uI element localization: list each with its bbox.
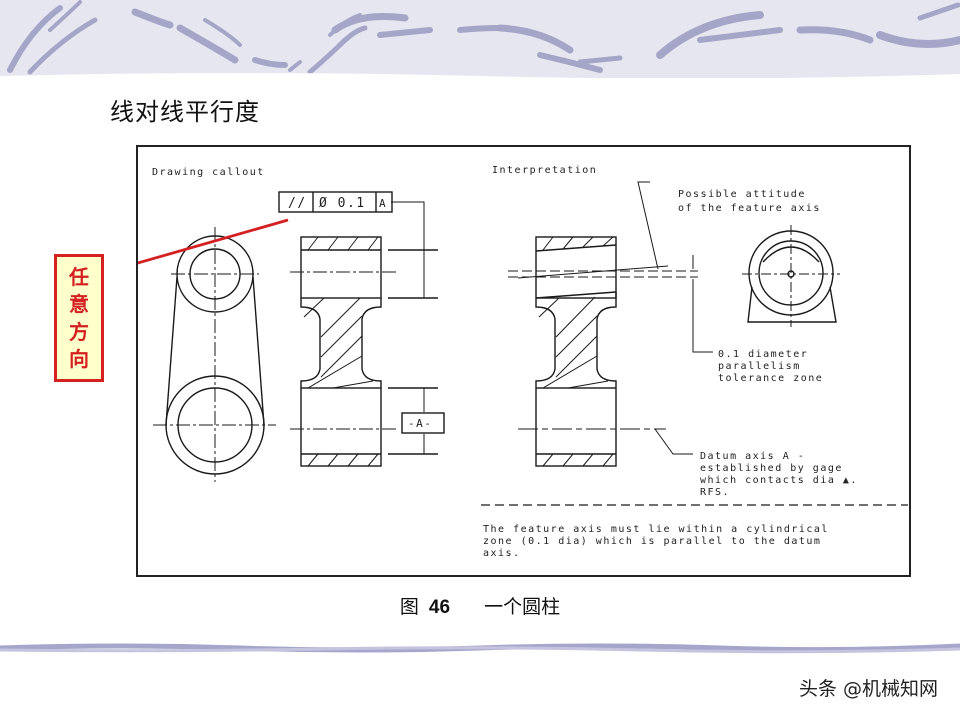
fcf-symbol: // [288,196,307,211]
technical-drawing: Drawing callout Interpretation // Ø 0.1 … [136,145,911,577]
figure-caption: 图 46 一个圆柱 [0,592,960,619]
attitude-line-1: Possible attitude [678,189,806,200]
caption-prefix: 图 [399,596,419,618]
fcf-tolerance: Ø 0.1 [319,196,366,211]
callout-leader-line [138,218,289,265]
slide-title: 线对线平行度 [110,98,260,126]
zone-line-3: tolerance zone [718,373,823,384]
lever-end-view [153,227,276,482]
datum-label: -A- [408,417,432,430]
section-view-callout [278,191,445,467]
watermark: 头条 @机械知网 [798,678,938,700]
header-decoration [0,0,960,78]
caption-number: 46 [428,597,451,618]
explanation-line-2: zone (0.1 dia) which is parallel to the … [483,536,821,547]
callout-any-direction: 任 意 方 向 [54,254,104,382]
zone-line-1: 0.1 diameter [718,349,808,360]
right-heading: Interpretation [492,165,597,176]
fcf-datum: A [379,197,387,210]
datum-note-line-1: Datum axis A - [700,451,805,462]
callout-char: 方 [69,319,89,344]
datum-note-line-3: which contacts dia ▲. [700,475,858,486]
drawing-canvas: Drawing callout Interpretation // Ø 0.1 … [138,165,908,559]
footer-wave-decoration [0,643,960,654]
callout-char: 向 [69,347,89,372]
datum-note-line-4: RFS. [700,487,730,498]
gage-end-view [742,225,840,327]
callout-char: 任 [69,264,89,289]
left-heading: Drawing callout [152,167,265,178]
section-view-interpretation [508,181,713,467]
attitude-line-2: of the feature axis [678,203,821,214]
brush-stroke-decoration [0,0,960,78]
zone-line-2: parallelism [718,361,801,372]
explanation-line-3: axis. [483,548,521,559]
datum-note-line-2: established by gage [700,463,843,474]
explanation-line-1: The feature axis must lie within a cylin… [483,524,829,535]
callout-char: 意 [69,292,89,317]
caption-text: 一个圆柱 [484,596,561,618]
